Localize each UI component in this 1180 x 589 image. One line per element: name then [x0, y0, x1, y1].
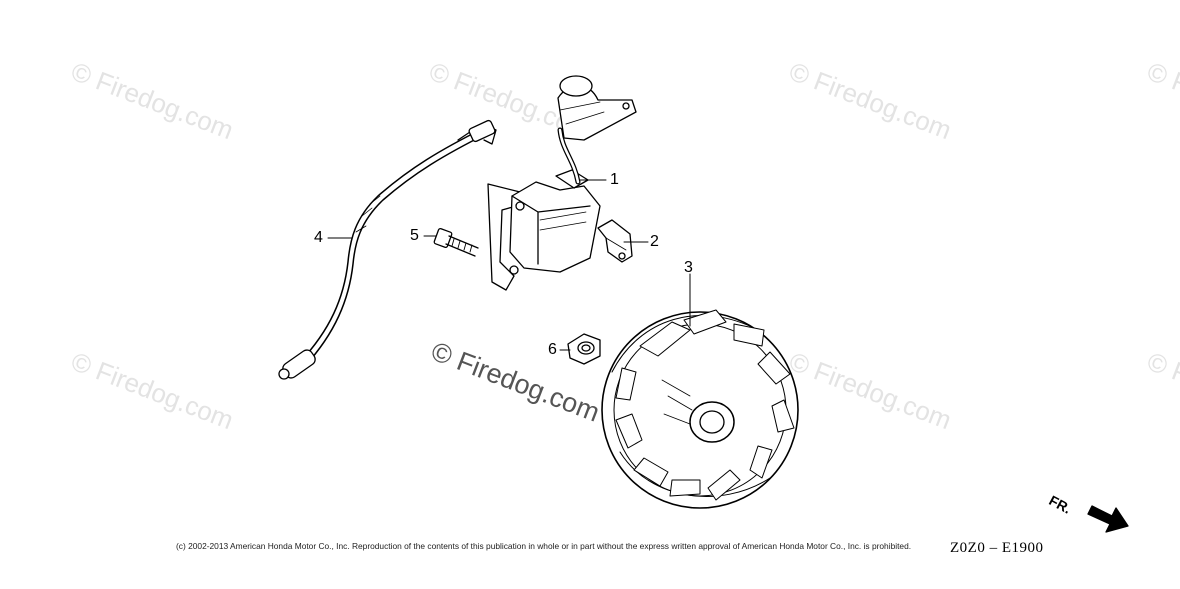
flange-nut-part-6[interactable] [567, 333, 601, 365]
callout-4: 4 [314, 229, 323, 246]
callout-leaders [327, 179, 691, 351]
copyright-notice: (c) 2002-2013 American Honda Motor Co., … [176, 541, 912, 551]
bolt-part-5[interactable] [433, 228, 479, 257]
diagram-code: Z0Z0 – E1900 [950, 540, 1044, 556]
callout-6: 6 [548, 341, 557, 358]
callout-1: 1 [610, 171, 619, 188]
callout-2: 2 [650, 233, 659, 250]
flywheel-part-3[interactable] [601, 309, 799, 509]
ground-wire-part-4[interactable] [278, 119, 497, 381]
callout-5: 5 [410, 227, 419, 244]
front-direction-arrow-icon [1087, 505, 1129, 533]
callout-3: 3 [684, 259, 693, 276]
ignition-coil-part-1[interactable] [487, 75, 637, 291]
clip-part-2[interactable] [597, 219, 633, 263]
